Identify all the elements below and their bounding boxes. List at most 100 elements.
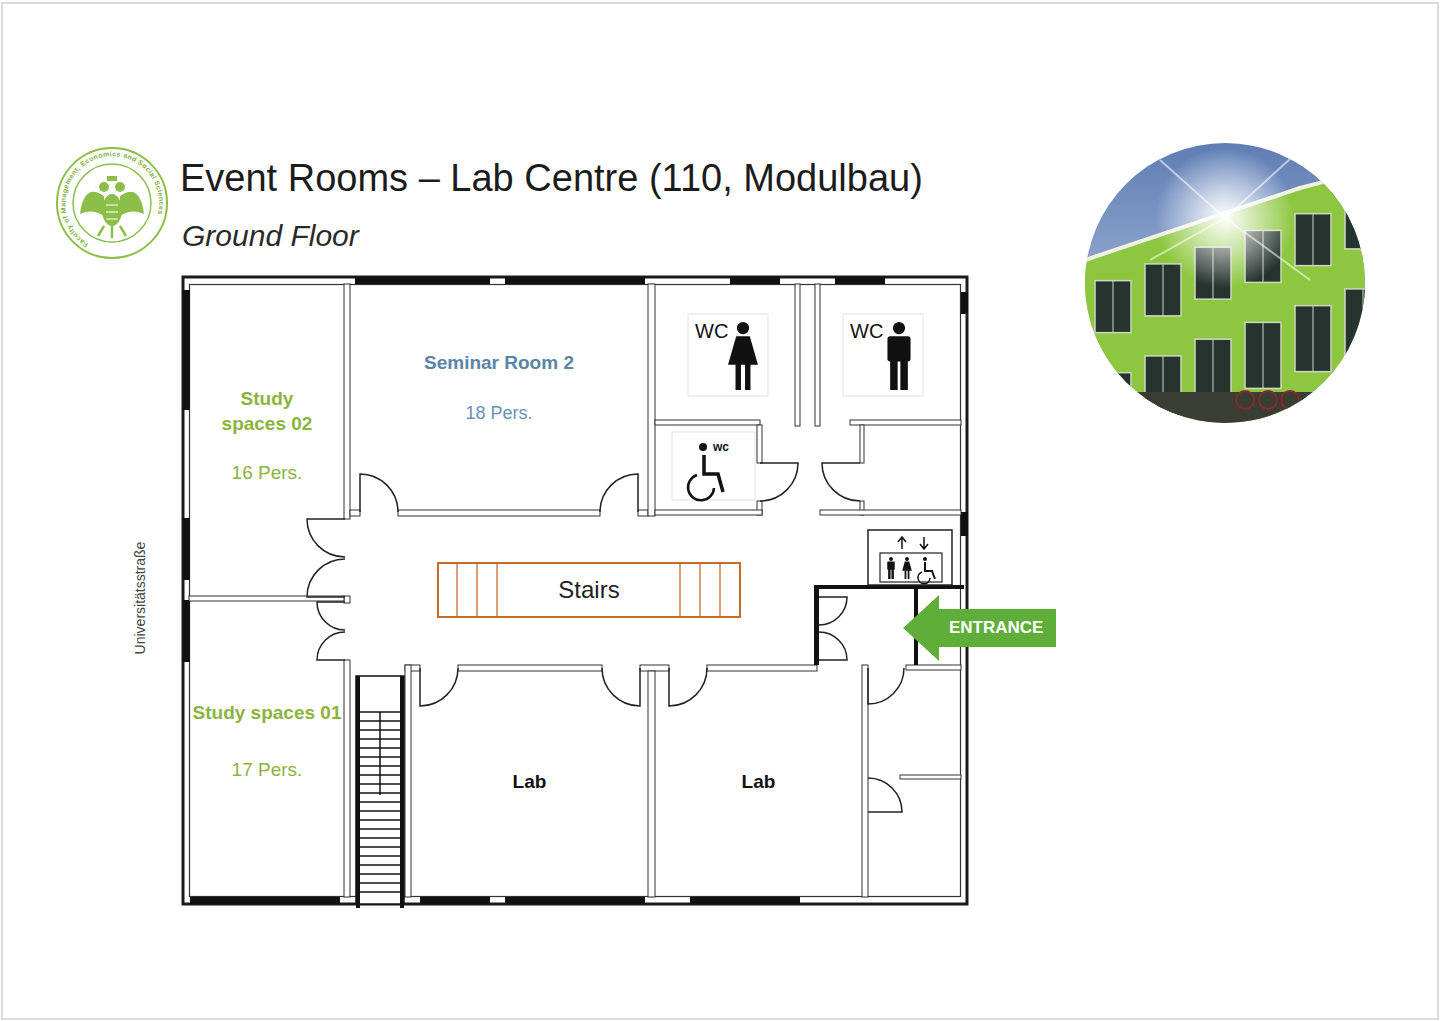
window-bar [730, 277, 780, 284]
eagle-detail [106, 205, 118, 219]
stair-tread [679, 564, 680, 616]
elevator-symbol [868, 530, 952, 585]
interior-wall [655, 510, 762, 515]
door-swing [360, 474, 398, 512]
interior-wall [862, 665, 868, 897]
photo-window [1145, 264, 1181, 316]
photo-window [1295, 214, 1331, 266]
door-swing [868, 778, 902, 812]
sun-ray [1160, 160, 1225, 218]
faculty-logo [57, 148, 167, 258]
street-name-wrap: Universitätsstraße [131, 542, 149, 655]
bicycle-wheel [1281, 391, 1299, 409]
interior-wall [648, 284, 655, 516]
eagle-wing [120, 192, 144, 216]
title: Event Rooms – Lab Centre (110, Modulbau) [180, 155, 923, 201]
man-head [889, 557, 893, 561]
stair-step [358, 873, 402, 875]
stair-tread [699, 564, 700, 616]
lab-room: Lab [411, 671, 648, 897]
window-bar [183, 518, 190, 580]
door-swing [317, 632, 345, 660]
stair-step [358, 819, 402, 821]
interior-wall [648, 671, 655, 897]
stairwell [356, 676, 404, 904]
interior-wall [640, 665, 669, 671]
window-mullion [1363, 289, 1364, 355]
window-mullion [1163, 264, 1164, 316]
bicycle-wheel [1236, 391, 1254, 409]
eagle-body [102, 194, 122, 226]
toilet-room: WC [820, 284, 960, 420]
stair-step [358, 864, 402, 866]
seminar-room: Seminar Room 218 Pers. [350, 287, 648, 509]
wheelchair-body [704, 455, 723, 492]
woman-head [737, 322, 749, 334]
window-mullion [1163, 356, 1164, 422]
woman-leg [908, 570, 910, 579]
room-name: Lab [411, 771, 648, 793]
man-torso [887, 562, 894, 570]
woman-dress [902, 562, 912, 571]
wheelchair-body [925, 562, 935, 579]
stair-step [358, 837, 402, 839]
eagle-tail [98, 226, 126, 238]
window-mullion [1363, 197, 1364, 249]
stair-stringer [400, 676, 404, 908]
eagle-head [115, 182, 125, 192]
stair-step [358, 801, 402, 803]
vestibule-wall [814, 585, 819, 665]
woman-dress [728, 336, 758, 365]
interior-wall [707, 665, 817, 671]
interior-wall [458, 665, 602, 671]
wc-sign [672, 432, 755, 500]
door-swing [307, 519, 345, 557]
interior-wall [398, 510, 600, 516]
page-frame [2, 3, 1438, 1019]
accessible-toilet: wc [655, 425, 757, 510]
logo-ring [57, 148, 167, 258]
logo-text: Faculty of Management, Economics and Soc… [59, 150, 165, 249]
capacity: 17 Pers. [190, 759, 344, 781]
woman-leg [736, 363, 741, 390]
building-photo [1080, 138, 1381, 442]
bicycle-wheel [1259, 391, 1277, 409]
interior-wall [638, 510, 648, 516]
stair-handrail [379, 712, 381, 795]
window-bar [355, 277, 490, 284]
door-swing [420, 668, 458, 706]
door-swing [868, 668, 904, 704]
door-swing [307, 559, 345, 597]
window-bar [835, 277, 885, 284]
room-name: Study spaces 02 [217, 386, 317, 436]
sun-ray [1150, 218, 1225, 260]
interior-wall [815, 284, 820, 426]
arrow-up [898, 537, 906, 549]
window-bar [505, 277, 645, 284]
interior-wall [757, 425, 762, 463]
interior-wall [850, 420, 961, 425]
eagle-wing [80, 192, 104, 216]
man-head [893, 322, 905, 334]
room-name: wc [713, 440, 729, 454]
window-mullion [1313, 214, 1314, 266]
room-name: Seminar Room 2 [350, 351, 648, 375]
interior-wall [655, 420, 760, 425]
sun-ray [1225, 218, 1310, 280]
door-swing [819, 632, 847, 660]
window-bar [183, 600, 190, 662]
window-bar [961, 512, 968, 536]
photo-window [1245, 322, 1281, 388]
door-swing [317, 602, 345, 630]
interior-wall [900, 775, 961, 779]
window-bar [183, 290, 190, 410]
stair-tread [719, 564, 720, 616]
stair-step [358, 846, 402, 848]
entrance-arrow: ENTRANCE [903, 595, 1056, 661]
stairs-box: Stairs [437, 562, 741, 618]
man-leg [891, 569, 893, 579]
logo-text-path-run: Faculty of Management, Economics and Soc… [59, 150, 165, 249]
stair-step [358, 855, 402, 857]
stair-tread [496, 564, 497, 616]
